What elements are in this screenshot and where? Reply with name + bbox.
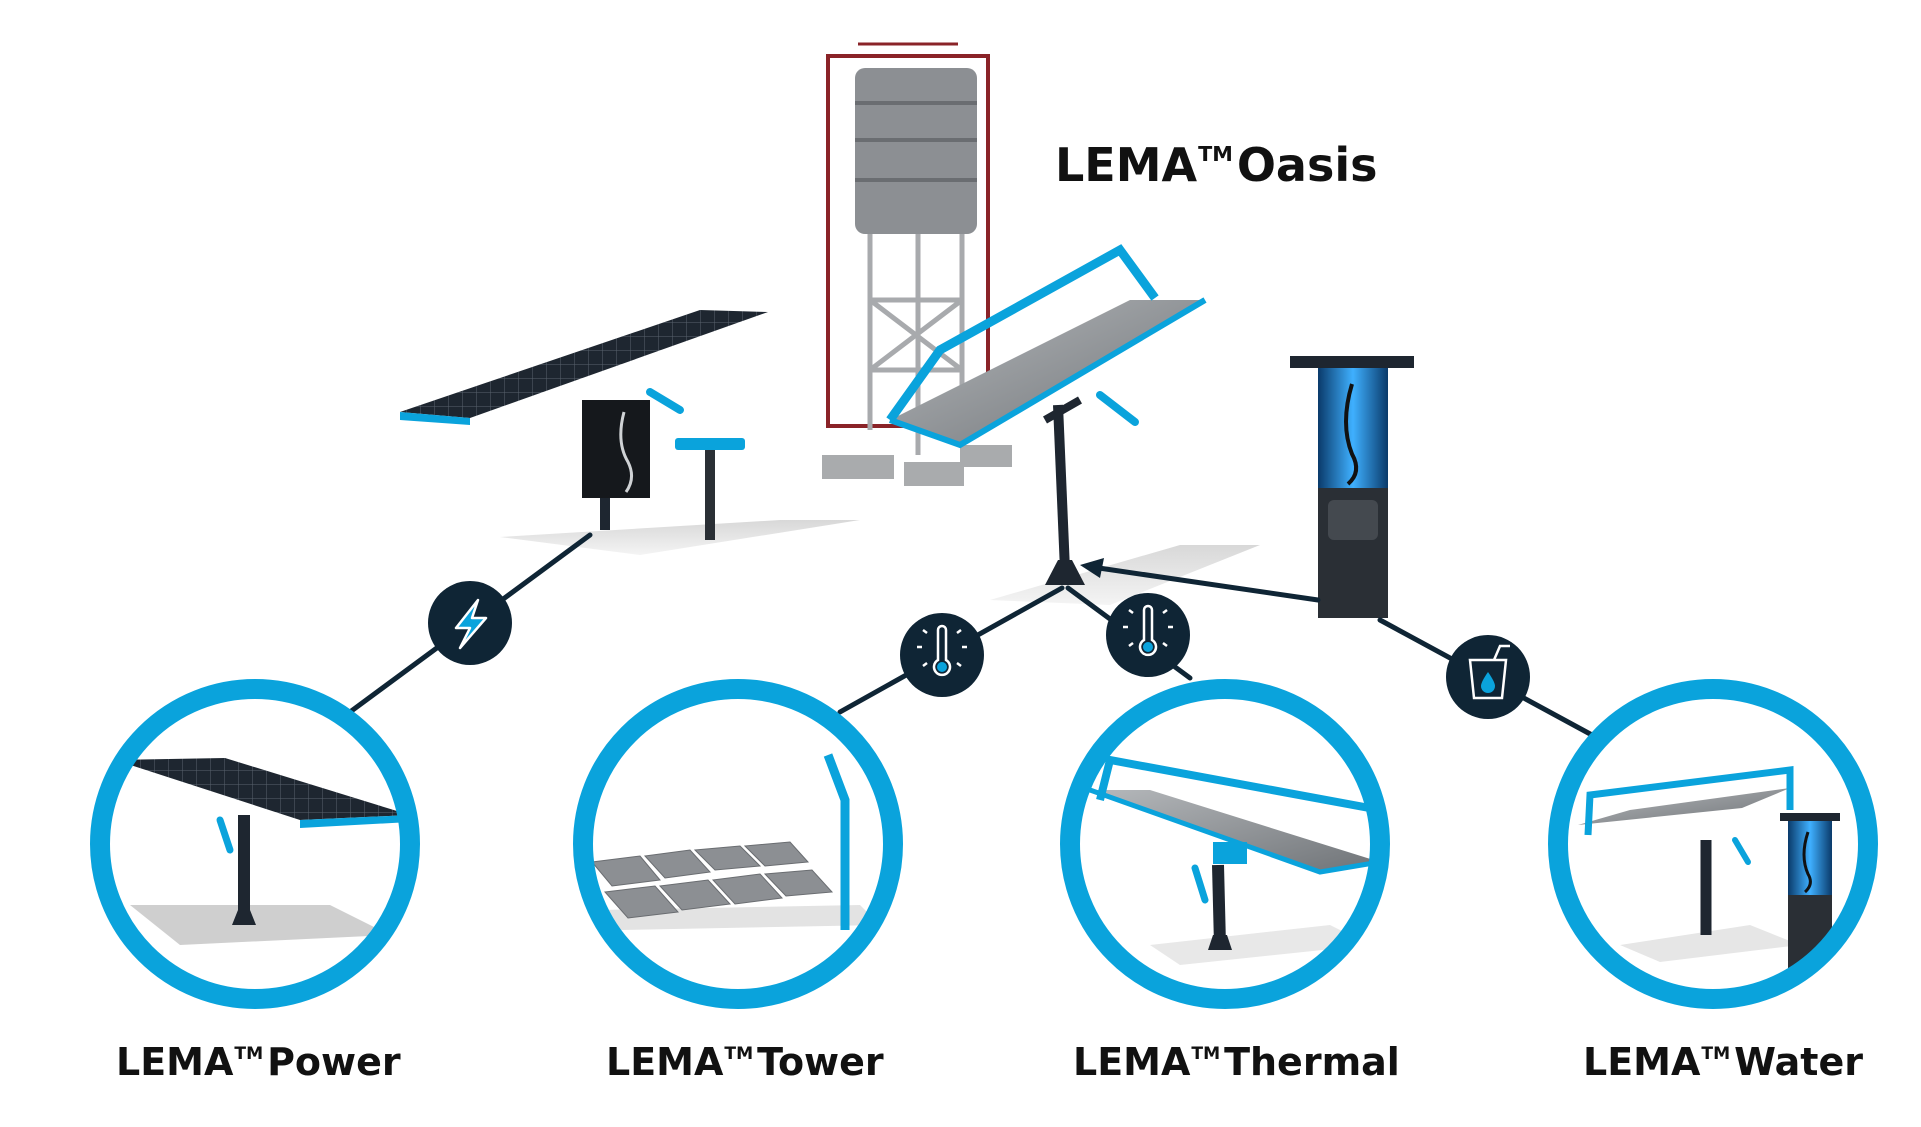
trough-frame <box>886 244 1159 423</box>
dispenser-basin <box>1328 500 1378 540</box>
icon-nodes <box>428 581 1530 719</box>
tower-footing <box>904 462 964 486</box>
water-tap-post <box>705 445 715 540</box>
solar-tracker <box>400 310 768 540</box>
tower-footing <box>960 445 1012 467</box>
tank-legs <box>867 234 965 455</box>
title-oasis-tm: TM <box>1198 142 1233 167</box>
ground-shadow <box>130 905 390 945</box>
label-water-tm: TM <box>1701 1043 1731 1064</box>
inverter-cabinet <box>582 400 650 498</box>
heliostat-field <box>591 841 834 919</box>
trough-actuator <box>1096 391 1139 426</box>
label-thermal-name: LEMA <box>1073 1040 1191 1084</box>
title-oasis-name: LEMA <box>1055 138 1198 192</box>
product-circle-water <box>1548 679 1878 1009</box>
solar-panel <box>115 758 410 820</box>
thermometer-icon <box>1123 604 1173 657</box>
label-power-suffix: Power <box>267 1040 401 1084</box>
trough-drive-box <box>1213 842 1247 864</box>
dispenser-cap <box>1780 813 1840 821</box>
ground-shadow <box>990 545 1260 605</box>
thermometer-icon <box>917 624 967 677</box>
label-power-name: LEMA <box>116 1040 234 1084</box>
solar-base <box>232 910 256 925</box>
inverter-cable <box>619 411 633 493</box>
tank-bands <box>855 101 977 182</box>
dispenser-cap <box>1290 356 1414 368</box>
label-water-name: LEMA <box>1583 1040 1701 1084</box>
title-oasis: LEMATMOasis <box>1055 142 1378 188</box>
label-thermal-tm: TM <box>1191 1043 1221 1064</box>
product-circle-tower <box>573 679 903 1009</box>
ground-shadow <box>1620 925 1800 962</box>
solar-actuator <box>646 388 684 414</box>
trough-base <box>1045 560 1085 585</box>
dispenser-hose <box>1344 383 1359 486</box>
trough-actuator <box>1191 864 1209 904</box>
water-dispenser <box>1290 356 1414 618</box>
trough-surface <box>890 300 1205 445</box>
ground-shadow <box>1150 925 1370 965</box>
node-water <box>1446 635 1530 719</box>
ground-shadow <box>500 520 860 555</box>
node-tower <box>900 613 984 697</box>
trough-actuator <box>1732 837 1751 865</box>
node-power <box>428 581 512 665</box>
oasis-scene <box>400 42 1414 618</box>
trough-support <box>1053 404 1070 571</box>
tower-footing <box>822 455 894 479</box>
trough-rim <box>888 297 1207 449</box>
thermal-trough <box>886 244 1207 585</box>
connector-water-feed <box>1089 564 1321 603</box>
label-thermal-suffix: Thermal <box>1224 1040 1400 1084</box>
product-circle-thermal <box>1060 679 1390 1009</box>
label-water-suffix: Water <box>1734 1040 1863 1084</box>
trough-surface <box>1090 790 1380 872</box>
tower-mast <box>823 753 850 930</box>
label-tower-suffix: Tower <box>757 1040 884 1084</box>
trough-rim <box>1089 787 1380 875</box>
label-power-tm: TM <box>234 1043 264 1064</box>
trough-surface <box>1578 788 1790 825</box>
dispenser-window <box>1318 368 1388 488</box>
trough-support-arm <box>1043 396 1082 424</box>
tank-body <box>855 68 977 234</box>
lightning-icon <box>454 598 488 650</box>
trough-base <box>1208 935 1232 950</box>
solar-panel-edge <box>400 412 470 425</box>
solar-actuator <box>216 816 234 854</box>
solar-post <box>238 815 250 920</box>
solar-panel <box>400 310 768 418</box>
trough-support <box>1212 864 1226 946</box>
dispenser-hose <box>1802 831 1812 894</box>
solar-panel-edge <box>300 815 410 828</box>
water-glass-icon <box>1468 644 1510 700</box>
label-tower-tm: TM <box>724 1043 754 1064</box>
title-oasis-suffix: Oasis <box>1236 138 1378 192</box>
water-tap-head <box>675 438 745 450</box>
water-tower <box>822 42 1012 486</box>
node-thermal <box>1106 593 1190 677</box>
label-tower-name: LEMA <box>606 1040 724 1084</box>
arrow-head <box>1080 558 1104 578</box>
trough-frame <box>1584 766 1794 836</box>
product-circle-power <box>90 679 420 1009</box>
